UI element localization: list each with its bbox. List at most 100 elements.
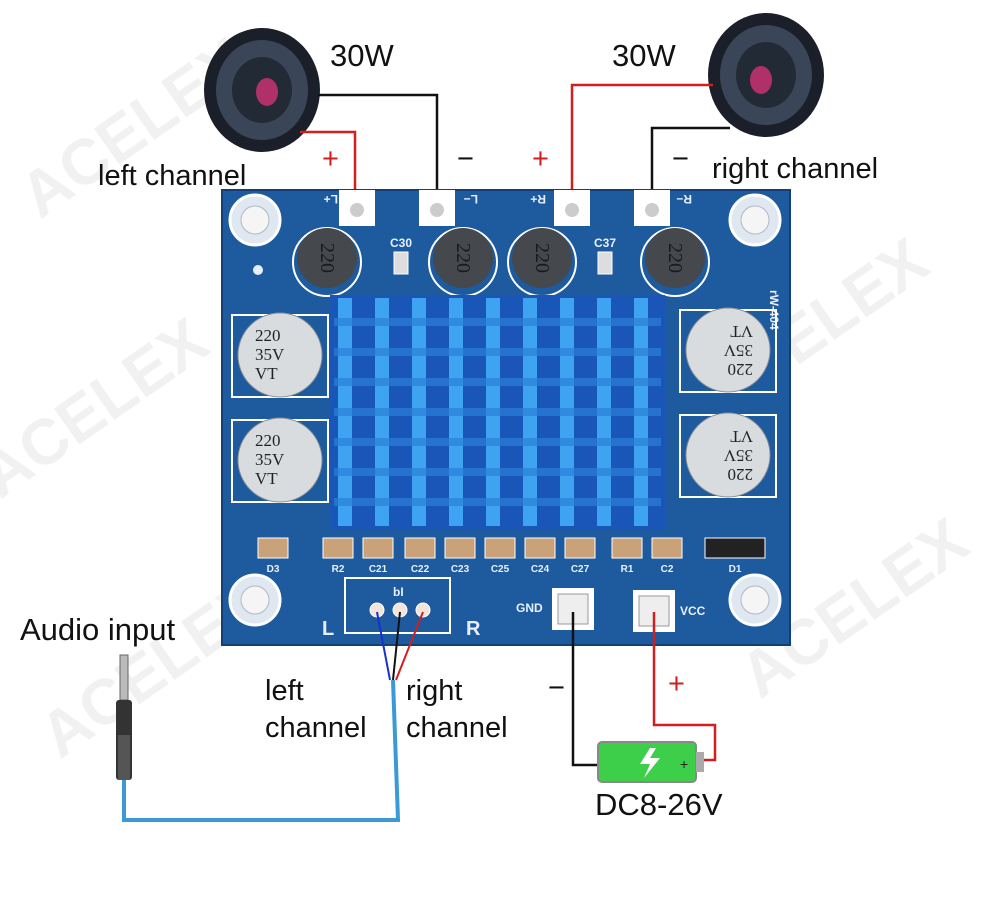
smd-component xyxy=(257,537,289,559)
capacitor-text: 35V xyxy=(255,345,285,364)
inductor xyxy=(297,228,357,288)
right-minus: − xyxy=(672,143,689,175)
heatsink-ridge xyxy=(334,348,661,356)
left-speaker-icon xyxy=(204,28,320,152)
terminal-hole xyxy=(565,203,579,217)
part-label: D3 xyxy=(267,564,280,575)
capacitor-text: 35V xyxy=(723,446,753,465)
heatsink-ridge xyxy=(334,438,661,446)
part-label: C27 xyxy=(571,564,590,575)
inductor-marking: 220 xyxy=(316,243,338,273)
inductor-marking: 220 xyxy=(452,243,474,273)
mount-hole-center xyxy=(740,585,770,615)
battery-plus: + xyxy=(680,756,688,772)
speaker-wires xyxy=(300,83,730,210)
capacitor-text: 220 xyxy=(728,360,754,379)
terminal-label: L− xyxy=(464,192,478,206)
left-channel-label: left channel xyxy=(98,160,246,192)
capacitor-text: VT xyxy=(255,469,278,488)
terminal-label: R− xyxy=(676,192,692,206)
capacitor-text: 220 xyxy=(255,431,281,450)
left-plus: + xyxy=(322,143,339,175)
right-speaker-icon xyxy=(708,13,824,137)
part-label: C25 xyxy=(491,564,510,575)
inductor xyxy=(645,228,705,288)
smd-component xyxy=(404,537,436,559)
right-power-label: 30W xyxy=(612,38,676,73)
heatsink-ridge xyxy=(334,498,661,506)
power-minus: − xyxy=(548,672,565,704)
left-minus: − xyxy=(457,143,474,175)
smd-component xyxy=(611,537,643,559)
electrolytic-capacitor xyxy=(237,417,323,503)
capacitor-text: VT xyxy=(255,364,278,383)
smd-component xyxy=(564,537,596,559)
mount-hole-center xyxy=(240,585,270,615)
terminal-hole xyxy=(645,203,659,217)
audio-jack-icon xyxy=(116,654,132,780)
inductor-marking: 220 xyxy=(531,243,553,273)
heatsink-ridge xyxy=(334,468,661,476)
power-plus: + xyxy=(668,668,685,700)
input-right-label: R xyxy=(466,618,481,640)
capacitor-text: 220 xyxy=(255,326,281,345)
right-channel-label: right channel xyxy=(712,153,878,185)
watermark: ACELEX xyxy=(0,303,221,511)
vcc-label: VCC xyxy=(680,604,706,618)
terminal-hole xyxy=(350,203,364,217)
audio-cable xyxy=(122,611,424,822)
part-label: C22 xyxy=(411,564,430,575)
part-label: R1 xyxy=(621,564,634,575)
electrolytic-capacitor xyxy=(685,412,771,498)
smd-component xyxy=(704,537,766,559)
heatsink-ridge xyxy=(334,318,661,326)
smd-component xyxy=(484,537,516,559)
terminal-hole xyxy=(430,203,444,217)
inductor xyxy=(512,228,572,288)
part-label: R2 xyxy=(332,564,345,575)
gnd-label: GND xyxy=(516,601,543,615)
terminal-label: R+ xyxy=(530,192,546,206)
audio-left-line1: left xyxy=(265,675,304,707)
audio-input-label: Audio input xyxy=(20,612,176,647)
voltage-label: DC8-26V xyxy=(595,787,723,822)
part-label: C21 xyxy=(369,564,388,575)
capacitor-text: VT xyxy=(730,322,753,341)
audio-left-line2: channel xyxy=(265,712,367,744)
terminal-label: L+ xyxy=(324,192,338,206)
inductor xyxy=(433,228,493,288)
input-left-label: L xyxy=(322,618,334,640)
capacitor-text: 220 xyxy=(728,465,754,484)
smd-component xyxy=(444,537,476,559)
smd-component xyxy=(322,537,354,559)
heatsink-ridge xyxy=(334,378,661,386)
electrolytic-capacitor xyxy=(685,307,771,393)
part-label: C23 xyxy=(451,564,470,575)
capacitor-text: 35V xyxy=(255,450,285,469)
audio-right-line1: right xyxy=(406,675,462,707)
right-plus: + xyxy=(532,143,549,175)
capacitor-text: 35V xyxy=(723,341,753,360)
mount-hole-center xyxy=(740,205,770,235)
smd-component xyxy=(651,537,683,559)
smd-component xyxy=(362,537,394,559)
part-label: C2 xyxy=(661,564,674,575)
mount-hole-center xyxy=(240,205,270,235)
input-header-label: bI xyxy=(393,585,404,599)
electrolytic-capacitor xyxy=(237,312,323,398)
inductor-marking: 220 xyxy=(664,243,686,273)
left-power-label: 30W xyxy=(330,38,394,73)
capacitor-text: VT xyxy=(730,427,753,446)
c37-label: C37 xyxy=(594,236,616,250)
power-wires xyxy=(571,612,717,767)
battery-icon: + xyxy=(597,741,704,783)
part-label: D1 xyxy=(729,564,742,575)
audio-right-line2: channel xyxy=(406,712,508,744)
